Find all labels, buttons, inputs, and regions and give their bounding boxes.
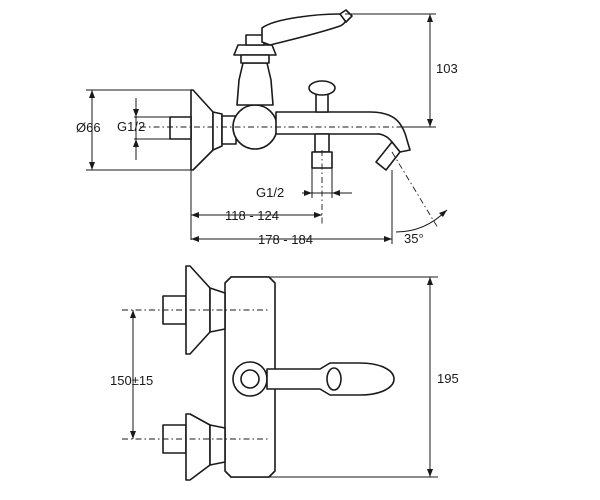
dimension-inlet-spacing: [130, 310, 136, 439]
dimension-outlet-thread-label: G1/2: [256, 185, 284, 200]
dimension-diameter: [86, 89, 191, 171]
centerline-spout: [391, 151, 439, 229]
dimension-195: [269, 276, 438, 478]
dimension-inlet-spacing-label: 150±15: [110, 373, 153, 388]
diverter-knob: [308, 80, 336, 113]
dimension-103: [345, 13, 436, 128]
dimension-195-label: 195: [437, 371, 459, 386]
valve-stem: [233, 34, 277, 106]
dimension-inlet-thread: [133, 98, 170, 160]
inlet-pipe: [169, 116, 192, 140]
dimension-outlet-thread: [302, 168, 352, 198]
side-elevation-view: 103 Ø66 G1/2 G1/2: [76, 9, 458, 247]
dimension-depth-short-label: 118 - 124: [225, 208, 279, 223]
wall-flange: [190, 89, 223, 171]
lever-handle: [261, 13, 347, 46]
dimension-depth-short: [190, 170, 322, 240]
dimension-103-label: 103: [436, 61, 458, 76]
dimension-depth-long: [191, 170, 393, 244]
dimension-depth-long-label: 178 - 184: [258, 232, 313, 247]
front-elevation-view: 150±15 195: [110, 265, 459, 481]
angle-label: 35°: [404, 231, 424, 246]
dimension-inlet-thread-label: G1/2: [117, 119, 145, 134]
front-lever: [232, 361, 395, 397]
lower-inlet: [162, 413, 226, 481]
dimension-diameter-label: Ø66: [76, 120, 101, 135]
